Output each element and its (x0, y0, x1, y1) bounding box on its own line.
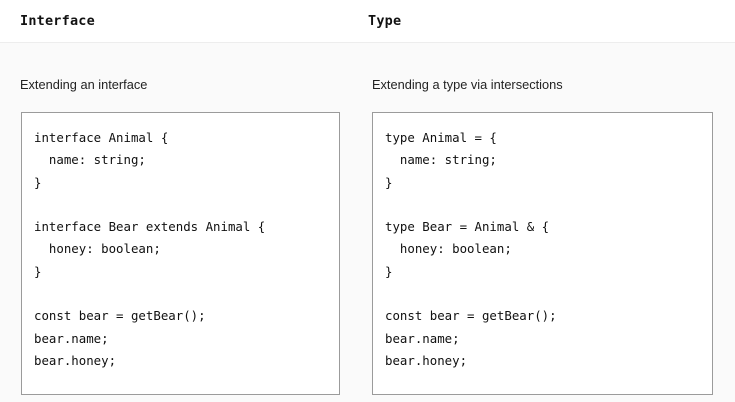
table-body-row: Extending an interface interface Animal … (0, 43, 735, 402)
code-text-interface: interface Animal { name: string; } inter… (34, 130, 266, 368)
table-header-row: Interface Type (0, 0, 735, 43)
column-header-type: Type (368, 13, 402, 29)
code-block-type[interactable]: type Animal = { name: string; } type Bea… (372, 112, 713, 395)
column-interface: Extending an interface interface Animal … (0, 43, 367, 402)
caption-extending-a-type-via-intersections: Extending a type via intersections (372, 77, 563, 92)
column-header-interface: Interface (20, 13, 95, 29)
code-text-type: type Animal = { name: string; } type Bea… (385, 130, 557, 368)
column-type: Extending a type via intersections type … (367, 43, 735, 402)
code-block-interface[interactable]: interface Animal { name: string; } inter… (21, 112, 340, 395)
caption-extending-an-interface: Extending an interface (20, 77, 148, 92)
